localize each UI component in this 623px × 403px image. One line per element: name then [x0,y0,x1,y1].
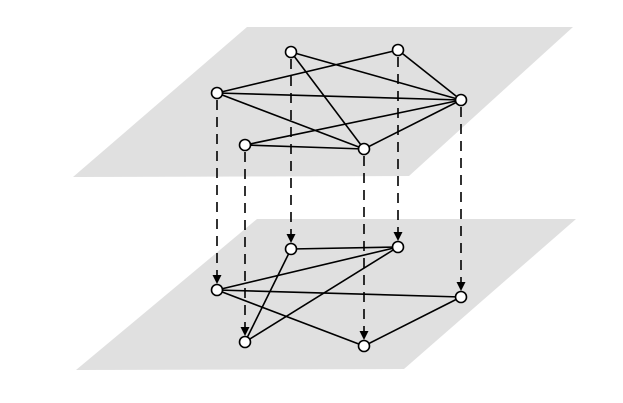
edge-c-d [216,92,462,101]
node-b-lower-plane [391,240,405,254]
node-d-upper-plane [454,93,468,107]
edge-a-e [244,248,292,343]
edge-c-f [216,92,365,150]
node-a-lower-plane [284,242,298,256]
upper-plane [73,27,573,177]
node-f-lower-plane [357,339,371,353]
node-d-lower-plane [454,290,468,304]
edge-b-d [397,49,462,101]
edge-f-d [363,296,462,347]
edge-e-d [244,99,462,146]
edge-c-d [216,289,462,298]
edge-b-c [216,49,399,94]
node-f-upper-plane [357,142,371,156]
node-c-upper-plane [210,86,224,100]
edge-a-d [290,51,462,101]
node-e-lower-plane [238,335,252,349]
edge-e-f [244,144,365,150]
node-a-upper-plane [284,45,298,59]
lower-plane [76,219,576,370]
edge-a-b [290,246,399,250]
edge-b-e [244,246,399,343]
node-c-lower-plane [210,283,224,297]
edge-a-f [290,51,365,150]
edge-b-c [216,246,399,291]
node-b-upper-plane [391,43,405,57]
edge-c-f [216,289,365,347]
edge-f-d [363,99,462,150]
node-e-upper-plane [238,138,252,152]
